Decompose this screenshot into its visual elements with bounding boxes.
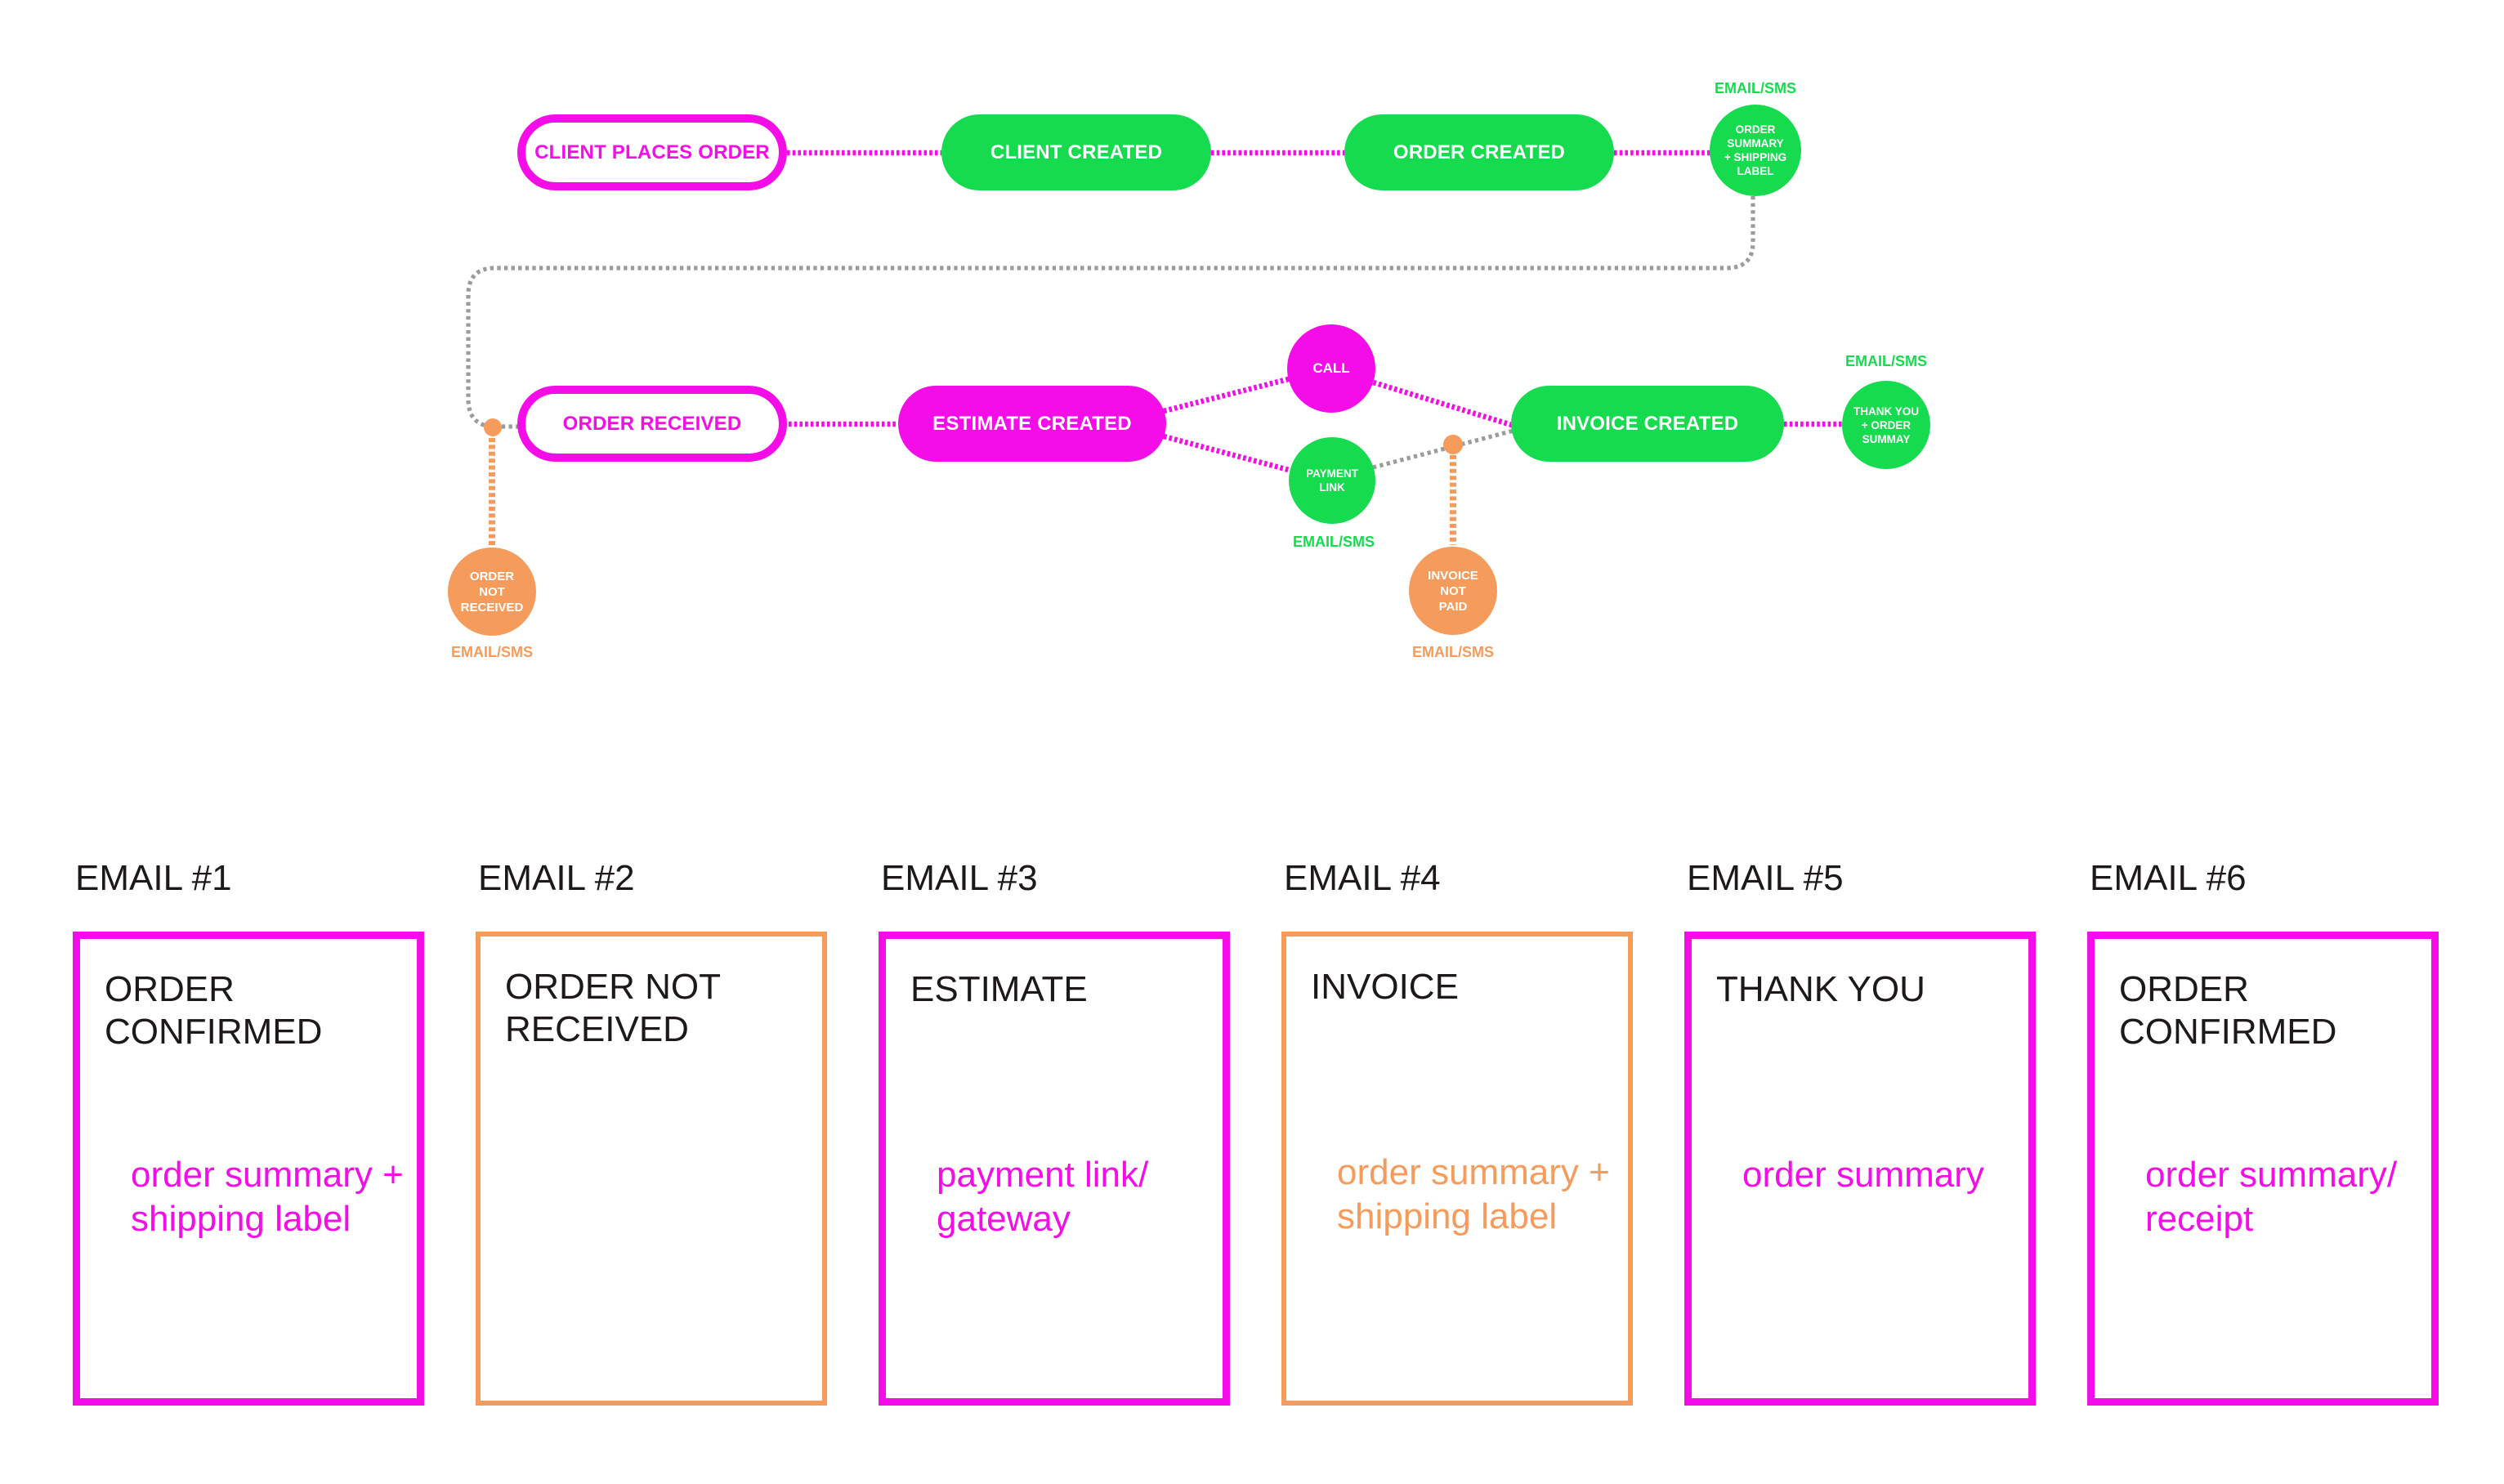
email-4-title: INVOICE	[1311, 967, 1459, 1007]
email-2-title: ORDER NOT RECEIVED	[505, 967, 721, 1049]
email-1-body: order summary + shipping label	[131, 1155, 404, 1239]
email-6-title: ORDER CONFIRMED	[2119, 969, 2337, 1052]
email-6-body: order summary/ receipt	[2145, 1155, 2398, 1239]
email-1-card: ORDER CONFIRMED order summary + shipping…	[73, 932, 424, 1406]
email-1-label: EMAIL #1	[75, 858, 232, 898]
node-order-summary-shipping-label: ORDER SUMMARY + SHIPPING LABEL	[1710, 105, 1801, 196]
node-payment-link: PAYMENT LINK	[1289, 437, 1375, 524]
connector-call-to-invoice-created	[1367, 378, 1515, 429]
email-2-label: EMAIL #2	[478, 858, 635, 898]
node-call: CALL	[1287, 324, 1375, 413]
email-5-body: order summary	[1742, 1155, 1984, 1195]
email-sms-tag-invoice-not-paid: EMAIL/SMS	[1411, 644, 1494, 660]
email-3-body: payment link/ gateway	[937, 1155, 1149, 1239]
email-4-card: INVOICE order summary + shipping label	[1281, 932, 1633, 1406]
node-order-not-received: ORDER NOT RECEIVED	[448, 548, 536, 636]
email-sms-tag-order-not-received: EMAIL/SMS	[450, 644, 533, 660]
email-3-title: ESTIMATE	[910, 969, 1088, 1009]
email-4-label: EMAIL #4	[1284, 858, 1441, 898]
email-6-label: EMAIL #6	[2090, 858, 2247, 898]
node-estimate-created: ESTIMATE CREATED	[898, 386, 1166, 462]
branch-dot-order-not-received	[484, 418, 502, 436]
node-client-created: CLIENT CREATED	[941, 114, 1211, 190]
email-1-title: ORDER CONFIRMED	[105, 969, 323, 1052]
node-order-created: ORDER CREATED	[1344, 114, 1614, 190]
email-6-card: ORDER CONFIRMED order summary/ receipt	[2087, 932, 2439, 1406]
connector-estimate-to-payment-link	[1163, 433, 1299, 476]
email-5-card: THANK YOU order summary	[1684, 932, 2036, 1406]
node-order-received: ORDER RECEIVED	[517, 386, 787, 462]
email-3-card: ESTIMATE payment link/ gateway	[879, 932, 1230, 1406]
connector-estimate-to-call	[1163, 373, 1299, 414]
email-5-title: THANK YOU	[1716, 969, 1925, 1009]
node-invoice-not-paid: INVOICE NOT PAID	[1409, 547, 1497, 635]
node-thank-you-order-summary: THANK YOU + ORDER SUMMAY	[1842, 381, 1930, 469]
email-sms-tag-order-summary: EMAIL/SMS	[1714, 80, 1796, 96]
email-3-label: EMAIL #3	[881, 858, 1038, 898]
email-sms-tag-payment-link: EMAIL/SMS	[1292, 534, 1375, 550]
email-5-label: EMAIL #5	[1687, 858, 1844, 898]
node-invoice-created: INVOICE CREATED	[1511, 386, 1784, 462]
branch-dot-invoice-not-paid	[1443, 435, 1463, 454]
connector-payment-link-to-invoice-created	[1372, 428, 1514, 470]
email-2-card: ORDER NOT RECEIVED	[476, 932, 827, 1406]
email-sms-tag-thank-you: EMAIL/SMS	[1844, 353, 1927, 369]
connector-summary-circle-to-order-received	[466, 196, 1755, 429]
node-client-places-order: CLIENT PLACES ORDER	[517, 114, 787, 190]
email-4-body: order summary + shipping label	[1337, 1152, 1610, 1236]
